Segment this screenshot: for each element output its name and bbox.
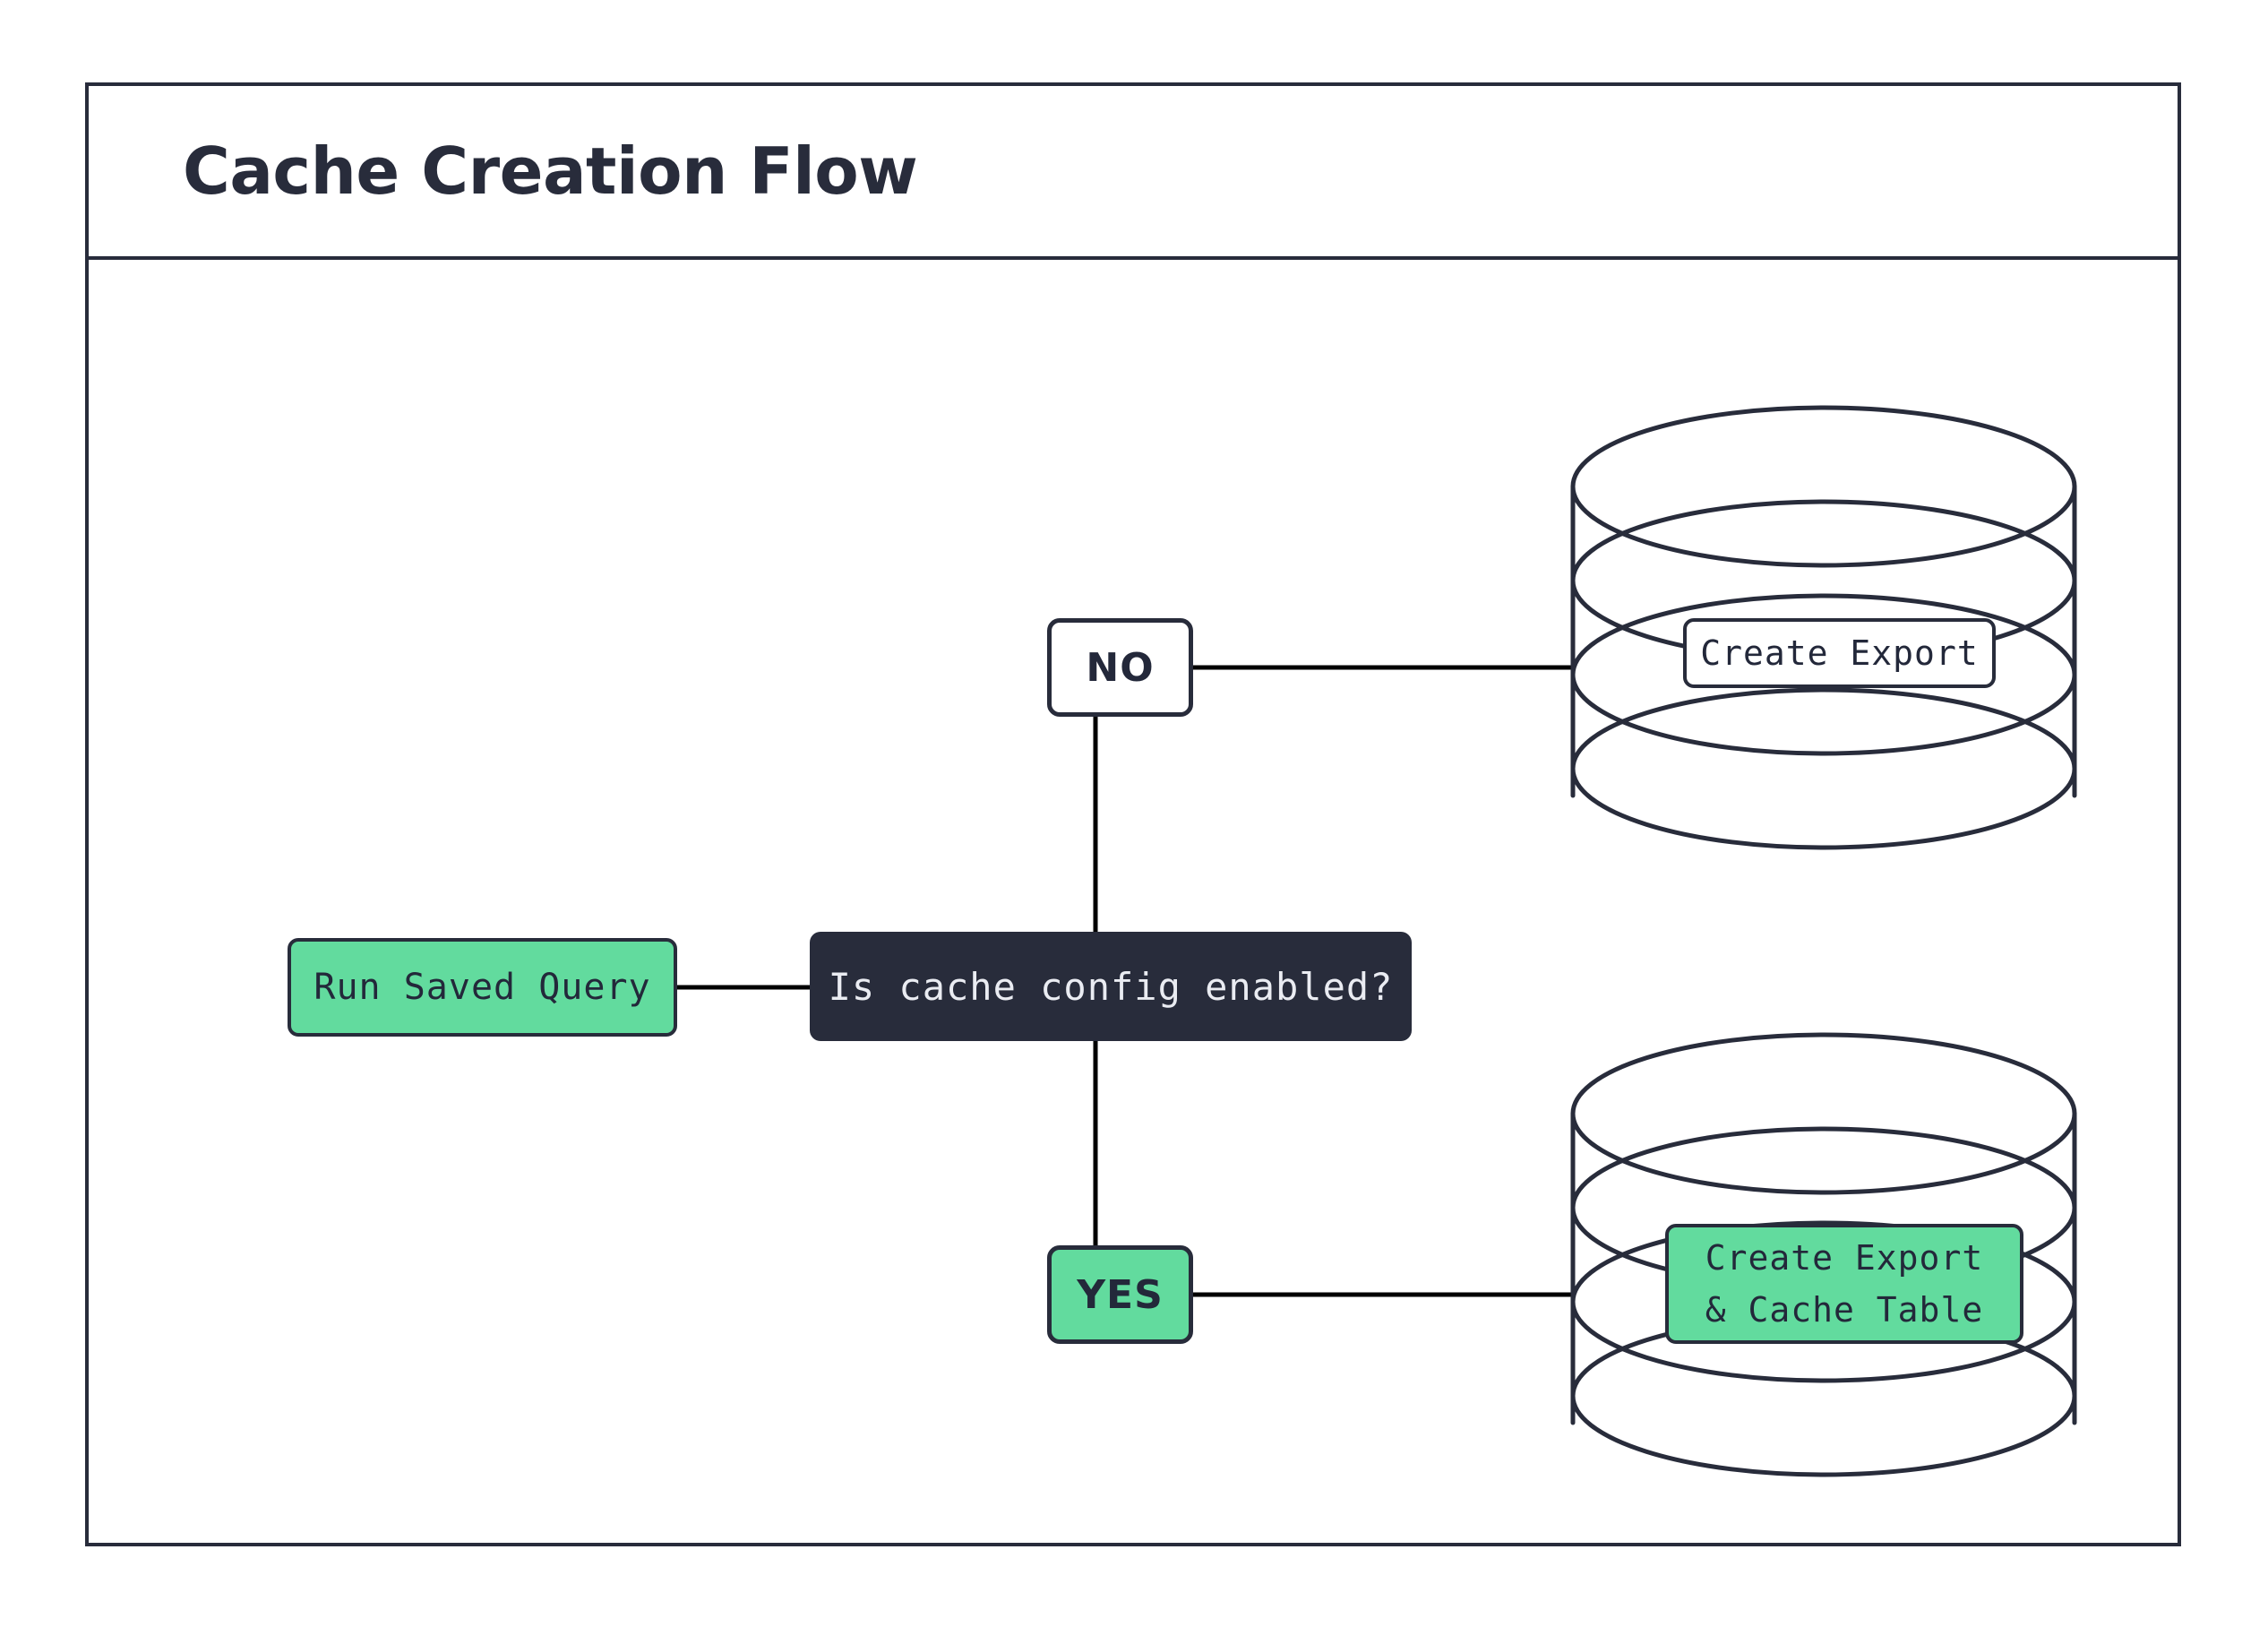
database-icon-export-cache [1570, 1032, 2077, 1477]
node-create-export-cache-table-label[interactable]: Create Export & Cache Table [1665, 1224, 2023, 1344]
create-export-text: Create Export [1700, 633, 1979, 673]
database-icon-export [1570, 405, 2077, 850]
diagram-header: Cache Creation Flow [89, 86, 2178, 260]
node-branch-no[interactable]: NO [1047, 618, 1193, 717]
connector-and-shape-layer [677, 405, 2077, 1477]
create-export-cache-line-2: & Cache Table [1705, 1290, 1984, 1330]
node-run-saved-query[interactable]: Run Saved Query [288, 938, 677, 1037]
node-create-export-label[interactable]: Create Export [1683, 618, 1996, 688]
page-title: Cache Creation Flow [183, 133, 918, 209]
create-export-cache-line-1: Create Export [1705, 1238, 1984, 1278]
diagram-frame: Cache Creation Flow [85, 82, 2181, 1546]
diagram-canvas: Run Saved Query Is cache config enabled?… [89, 260, 2178, 1543]
node-is-cache-config-enabled[interactable]: Is cache config enabled? [810, 932, 1412, 1041]
node-branch-yes[interactable]: YES [1047, 1245, 1193, 1344]
